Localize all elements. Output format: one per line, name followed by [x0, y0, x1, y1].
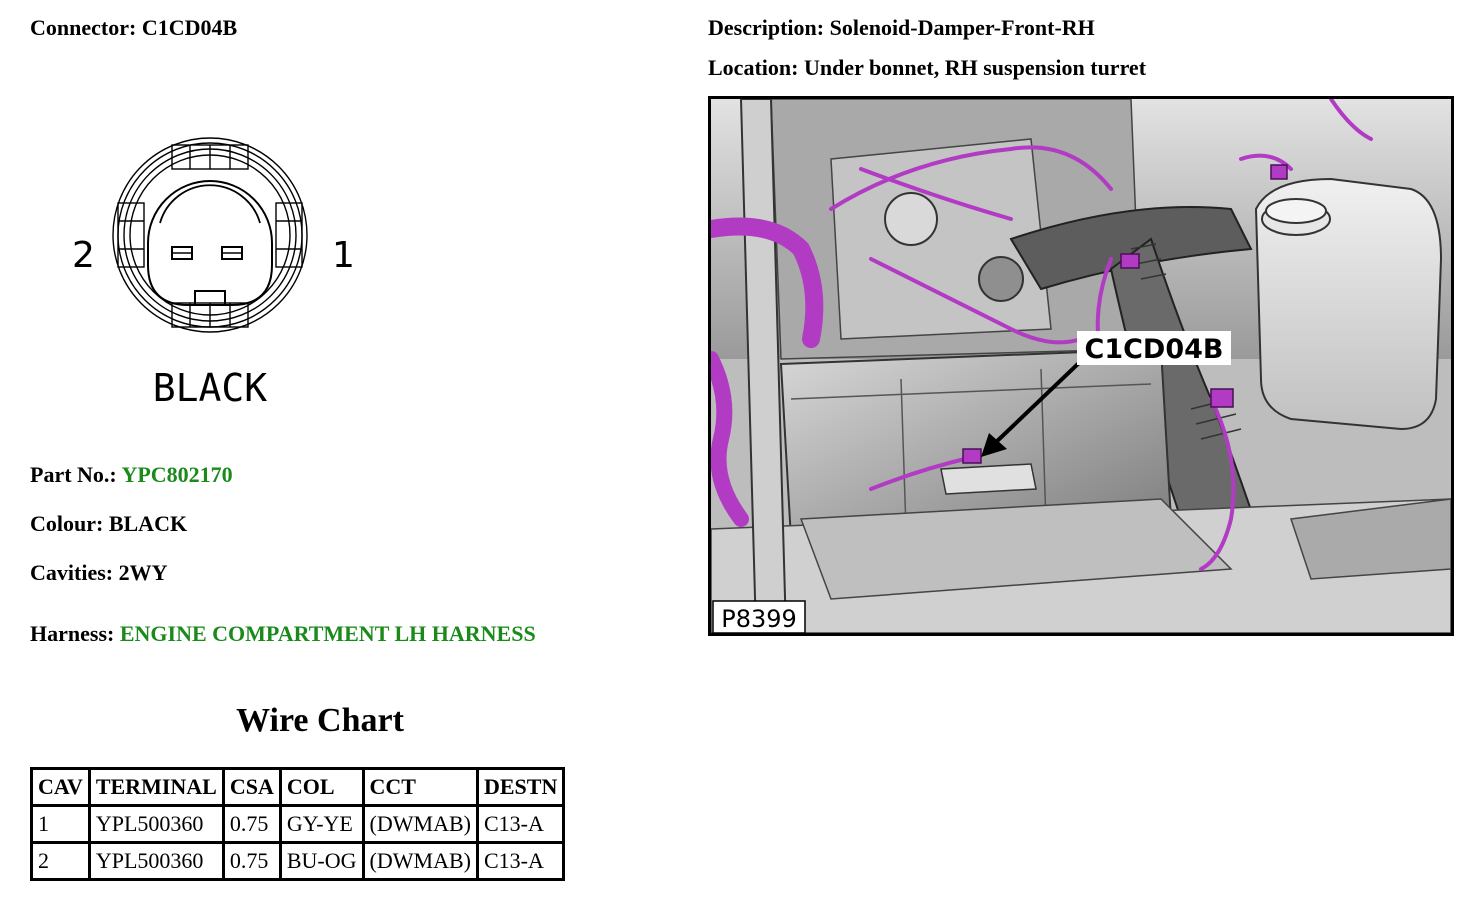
- table-row: 1 YPL500360 0.75 GY-YE (DWMAB) C13-A: [30, 804, 566, 844]
- part-number-line: Part No.: YPC802170: [30, 462, 233, 488]
- cavities-line: Cavities: 2WY: [30, 560, 167, 586]
- connector-face-drawing: 2 1 BLACK: [60, 125, 370, 425]
- wire-chart-title: Wire Chart: [236, 702, 404, 739]
- part-number-link[interactable]: YPC802170: [121, 462, 233, 487]
- harness-line: Harness: ENGINE COMPARTMENT LH HARNESS: [30, 621, 536, 647]
- cavities-label: Cavities:: [30, 560, 114, 585]
- cell-col: GY-YE: [278, 804, 365, 844]
- cell-cav: 2: [30, 841, 91, 881]
- column-header-destn: DESTN: [475, 767, 566, 807]
- location-photo: C1CD04B P8399: [708, 96, 1454, 636]
- cell-csa: 0.75: [221, 841, 282, 881]
- cell-terminal: YPL500360: [87, 804, 225, 844]
- cell-cav: 1: [30, 804, 91, 844]
- colour-line: Colour: BLACK: [30, 511, 187, 537]
- engine-bay-illustration: C1CD04B P8399: [711, 99, 1451, 633]
- photo-callout-label: C1CD04B: [1085, 334, 1224, 365]
- pin-2-label: 2: [72, 235, 95, 276]
- description-value: Solenoid-Damper-Front-RH: [829, 15, 1095, 40]
- harness-link[interactable]: ENGINE COMPARTMENT LH HARNESS: [119, 621, 536, 646]
- description-label: Description:: [708, 15, 825, 40]
- part-number-label: Part No.:: [30, 462, 117, 487]
- column-header-cav: CAV: [30, 767, 91, 807]
- cell-destn: C13-A: [475, 841, 566, 881]
- column-header-col: COL: [278, 767, 365, 807]
- cell-col: BU-OG: [278, 841, 365, 881]
- column-header-csa: CSA: [221, 767, 282, 807]
- column-header-cct: CCT: [361, 767, 479, 807]
- connector-colour-caption: BLACK: [153, 366, 268, 410]
- pin-1-label: 1: [332, 235, 355, 276]
- photo-reference-label: P8399: [721, 605, 797, 633]
- cell-cct: (DWMAB): [361, 804, 479, 844]
- harness-label: Harness:: [30, 621, 115, 646]
- wire-chart-table: CAV TERMINAL CSA COL CCT DESTN 1 YPL5003…: [30, 767, 566, 881]
- description-line: Description: Solenoid-Damper-Front-RH: [708, 15, 1095, 41]
- table-row: 2 YPL500360 0.75 BU-OG (DWMAB) C13-A: [30, 841, 566, 881]
- column-header-terminal: TERMINAL: [87, 767, 225, 807]
- location-value: Under bonnet, RH suspension turret: [803, 55, 1147, 80]
- wire-chart-header-row: CAV TERMINAL CSA COL CCT DESTN: [30, 767, 566, 807]
- cell-destn: C13-A: [475, 804, 566, 844]
- connector-face-svg: 2 1 BLACK: [72, 137, 355, 410]
- colour-label: Colour:: [30, 511, 104, 536]
- location-label: Location:: [708, 55, 799, 80]
- cavities-value: 2WY: [118, 560, 168, 585]
- cell-cct: (DWMAB): [361, 841, 479, 881]
- cell-terminal: YPL500360: [87, 841, 225, 881]
- location-line: Location: Under bonnet, RH suspension tu…: [708, 55, 1146, 81]
- colour-value: BLACK: [108, 511, 188, 536]
- connector-label: Connector:: [30, 15, 137, 40]
- cell-csa: 0.75: [221, 804, 282, 844]
- connector-value: C1CD04B: [141, 15, 238, 40]
- connector-id-line: Connector: C1CD04B: [30, 15, 237, 41]
